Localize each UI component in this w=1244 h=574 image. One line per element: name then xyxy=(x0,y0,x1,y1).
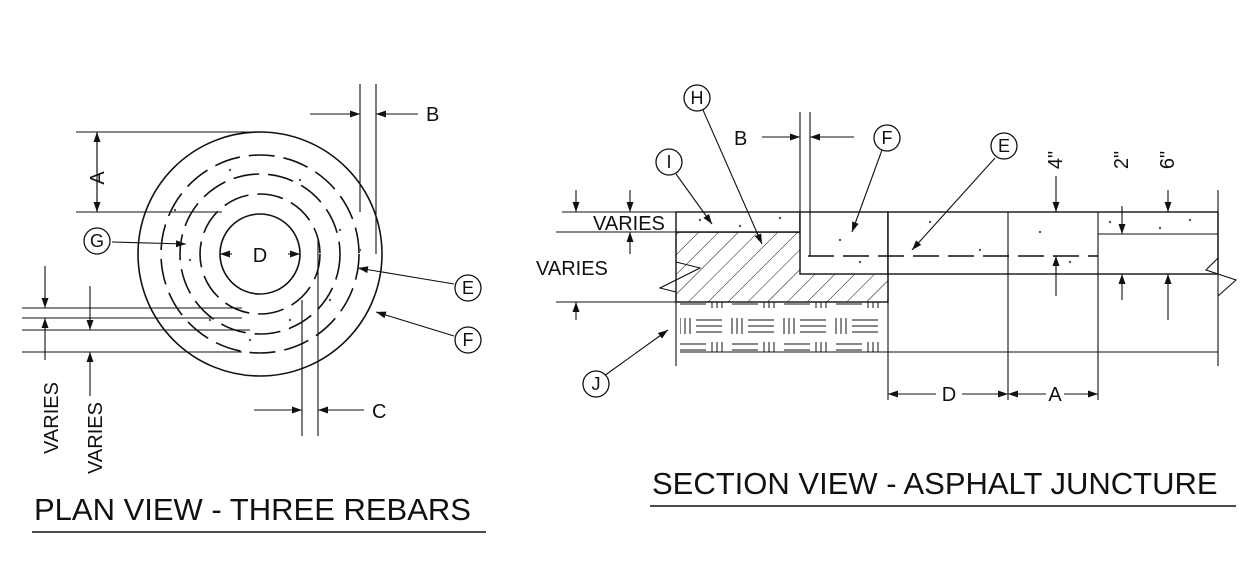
section-dim-a: A xyxy=(1048,384,1062,406)
section-callout-h: H xyxy=(691,88,704,108)
rebar-ring-3 xyxy=(160,154,360,354)
section-dim-b: B xyxy=(734,128,747,150)
section-dim-6in: 6" xyxy=(1157,151,1179,169)
plan-dim-b: B xyxy=(426,104,439,126)
plan-callout-g: G xyxy=(90,231,104,251)
plan-callout-f: F xyxy=(463,330,474,350)
subgrade-brick-layer xyxy=(680,302,888,352)
section-callout-j: J xyxy=(592,374,601,394)
plan-callout-e: E xyxy=(462,278,474,298)
concrete-stipple xyxy=(173,168,362,342)
asphalt-surface-layer xyxy=(675,211,801,233)
section-view: VARIES VARIES B D A 4" 2" 6" I H xyxy=(536,84,1238,507)
section-callout-f: F xyxy=(882,128,893,148)
section-dim-varies-top: VARIES xyxy=(593,213,665,235)
section-dim-2in: 2" xyxy=(1111,151,1133,169)
plan-view-title: PLAN VIEW - THREE REBARS xyxy=(34,492,471,527)
concrete-collar xyxy=(799,211,889,275)
section-dim-d: D xyxy=(942,384,956,406)
section-dim-varies-left: VARIES xyxy=(536,258,608,280)
section-view-title: SECTION VIEW - ASPHALT JUNCTURE xyxy=(652,466,1218,501)
plan-dim-a: A xyxy=(87,171,109,185)
section-dim-4in: 4" xyxy=(1045,151,1067,169)
plan-dim-c: C xyxy=(372,401,386,423)
plan-dim-varies-1: VARIES xyxy=(41,382,63,454)
rebar-ring-1 xyxy=(199,193,321,315)
plan-view: A B D C VARIES VARIES G E xyxy=(22,84,486,533)
rebar-ring-2 xyxy=(179,173,341,335)
plan-dim-d: D xyxy=(253,245,267,267)
section-callout-e: E xyxy=(998,136,1010,156)
plan-dim-varies-2: VARIES xyxy=(85,402,107,474)
section-callout-i: I xyxy=(666,152,671,172)
concrete-stipple-section xyxy=(698,216,1192,264)
